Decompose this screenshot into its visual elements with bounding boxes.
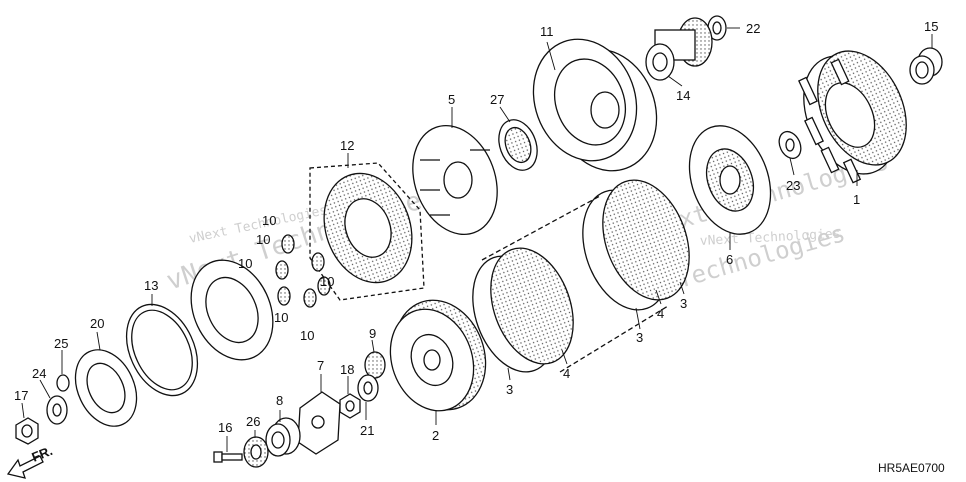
part-weight-assembly-12 (309, 162, 425, 301)
callout-17: 17 (14, 388, 28, 403)
callout-24: 24 (32, 366, 46, 381)
callout-2: 2 (432, 428, 439, 443)
part-hub-2 (389, 299, 487, 412)
clutch-plate-stack (472, 179, 690, 373)
callout-10b: 10 (256, 232, 270, 247)
part-gear-14 (645, 17, 713, 81)
callout-12: 12 (340, 138, 354, 153)
callout-26: 26 (246, 414, 260, 429)
part-plate-5 (412, 124, 498, 236)
figure-code: HR5AE0700 (878, 461, 945, 475)
callout-21: 21 (360, 423, 374, 438)
part-bearing-8 (265, 417, 301, 457)
part-ring-13 (125, 303, 199, 397)
part-washer-23 (778, 130, 802, 160)
part-bearing-26 (243, 436, 269, 468)
part-spring-9 (364, 351, 386, 379)
callout-15: 15 (924, 19, 938, 34)
callout-10e: 10 (300, 328, 314, 343)
part-clutch-outer (798, 50, 907, 184)
part-25 (56, 374, 70, 392)
callout-14: 14 (676, 88, 690, 103)
callout-20: 20 (90, 316, 104, 331)
part-bolt-16 (213, 451, 243, 463)
part-plate-left (190, 259, 274, 361)
callout-8: 8 (276, 393, 283, 408)
callout-4a: 4 (657, 306, 664, 321)
part-one-way-27 (498, 119, 538, 171)
callout-16: 16 (218, 420, 232, 435)
front-arrow-icon (6, 455, 44, 479)
part-gasket-20 (74, 349, 138, 427)
callout-4b: 4 (563, 366, 570, 381)
callout-5: 5 (448, 92, 455, 107)
callout-22: 22 (746, 21, 760, 36)
callout-7: 7 (317, 358, 324, 373)
part-drum-11 (532, 38, 658, 172)
springs-10 (275, 234, 331, 308)
callout-10a: 10 (262, 213, 276, 228)
callout-25: 25 (54, 336, 68, 351)
part-bracket-7 (297, 391, 341, 455)
callout-11: 11 (540, 24, 554, 39)
callout-23: 23 (786, 178, 800, 193)
leader-lines (21, 27, 933, 452)
callout-13: 13 (144, 278, 158, 293)
front-label: FR. (30, 443, 55, 465)
callout-1: 1 (853, 192, 860, 207)
callout-10f: 10 (320, 274, 334, 289)
callout-27: 27 (490, 92, 504, 107)
front-direction-indicator: FR. (6, 443, 55, 479)
callout-3b: 3 (680, 296, 687, 311)
callout-6: 6 (726, 252, 733, 267)
callout-10d: 10 (274, 310, 288, 325)
callout-labels: 1 2 3 3 3 4 4 5 6 7 8 9 10 10 10 10 10 1… (14, 19, 938, 443)
part-bearing-15 (909, 47, 943, 85)
part-hub-6 (688, 125, 772, 235)
callout-18: 18 (340, 362, 354, 377)
part-nut-18 (339, 393, 361, 419)
part-small-nuts (15, 374, 70, 445)
callout-9: 9 (369, 326, 376, 341)
part-washer-21 (357, 374, 379, 402)
callout-3a: 3 (636, 330, 643, 345)
callout-3c: 3 (506, 382, 513, 397)
callout-10c: 10 (238, 256, 252, 271)
